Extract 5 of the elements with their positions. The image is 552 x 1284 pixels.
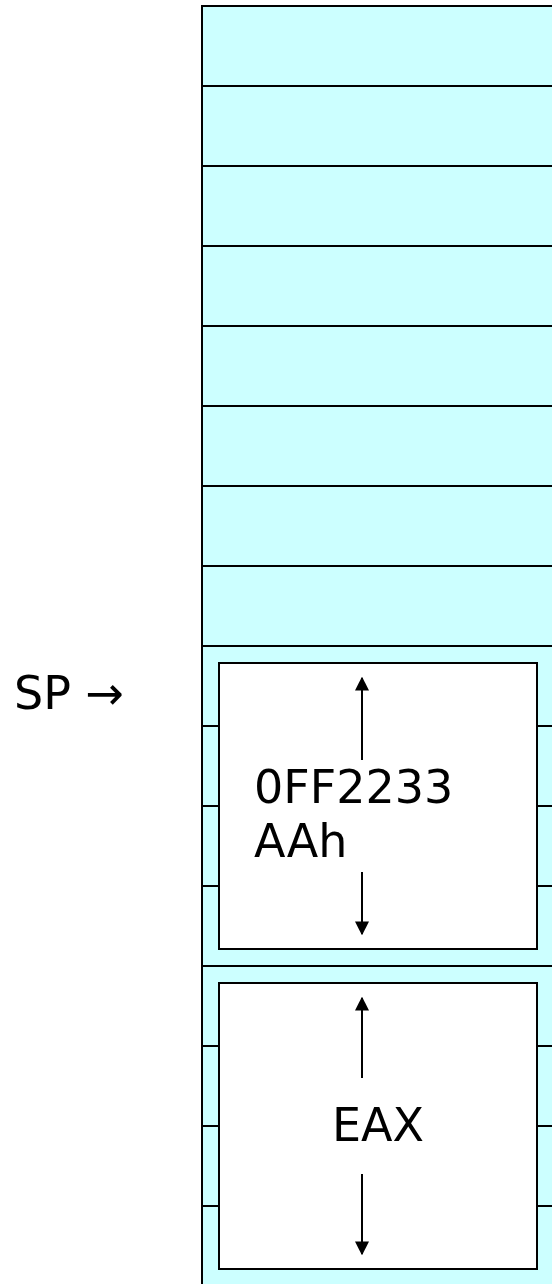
register-value: EAX — [330, 1098, 425, 1152]
register-value: 0FF2233 AAh — [254, 760, 455, 868]
stack-frame-box — [218, 982, 538, 1270]
stack-pointer-label: SP → — [14, 666, 125, 720]
stack-frame-box — [218, 662, 538, 950]
